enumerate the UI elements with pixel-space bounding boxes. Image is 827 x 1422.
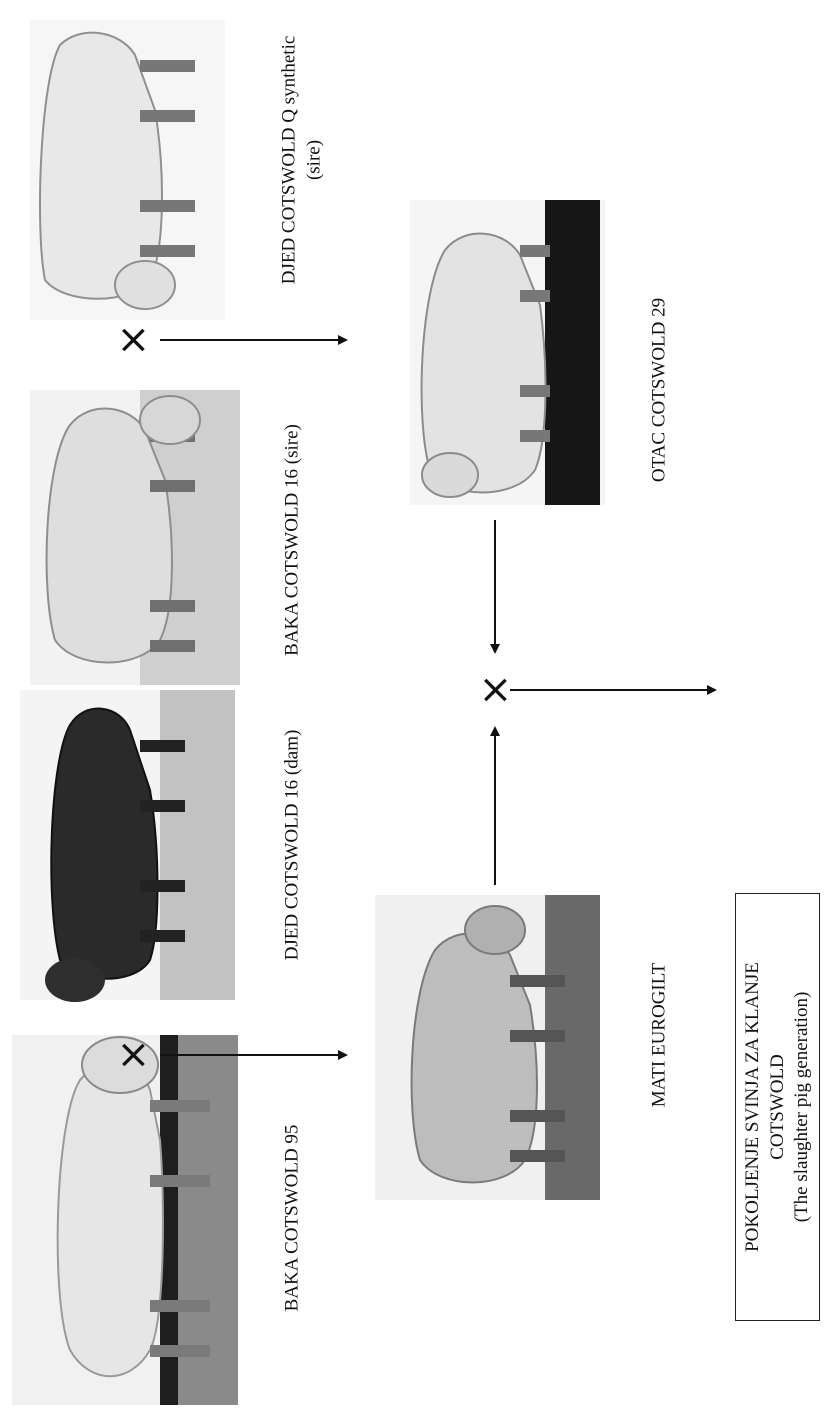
label-mati-eurogilt: MATI EUROGILT [648, 963, 673, 1107]
cross-symbol-final: × [469, 673, 521, 707]
label-djed-cotswold-q: DJED COTSWOLD Q synthetic (sire) [277, 36, 326, 285]
label-baka-cotswold-16: BAKA COTSWOLD 16 (sire) [281, 424, 306, 656]
cross-symbol-left: × [107, 1038, 159, 1072]
pig-photo-mati-eurogilt [375, 895, 600, 1200]
result-line-3: (The slaughter pig generation) [790, 893, 815, 1321]
pig-photo-djed-cotswold-q [30, 20, 225, 320]
label-otac-cotswold-29: OTAC COTSWOLD 29 [648, 298, 673, 482]
pig-photo-djed-cotswold-16 [20, 690, 235, 1002]
label-baka-cotswold-95: BAKA COTSWOLD 95 [281, 1125, 306, 1312]
result-line-2: COTSWOLD [765, 893, 790, 1321]
pig-photo-otac-cotswold-29 [410, 200, 605, 505]
label-djed-cotswold-16: DJED COTSWOLD 16 (dam) [281, 730, 306, 961]
cross-symbol-right: × [107, 323, 159, 357]
result-line-1: POKOLJENJE SVINJA ZA KLANJE [740, 893, 765, 1321]
label-djed-cotswold-q-line2: (sire) [302, 36, 327, 285]
pig-photo-baka-cotswold-16 [30, 390, 240, 685]
label-djed-cotswold-q-line1: DJED COTSWOLD Q synthetic [277, 36, 302, 285]
result-text: POKOLJENJE SVINJA ZA KLANJE COTSWOLD (Th… [740, 893, 814, 1321]
pig-photo-baka-cotswold-95 [12, 1035, 238, 1405]
result-box: POKOLJENJE SVINJA ZA KLANJE COTSWOLD (Th… [735, 893, 820, 1321]
